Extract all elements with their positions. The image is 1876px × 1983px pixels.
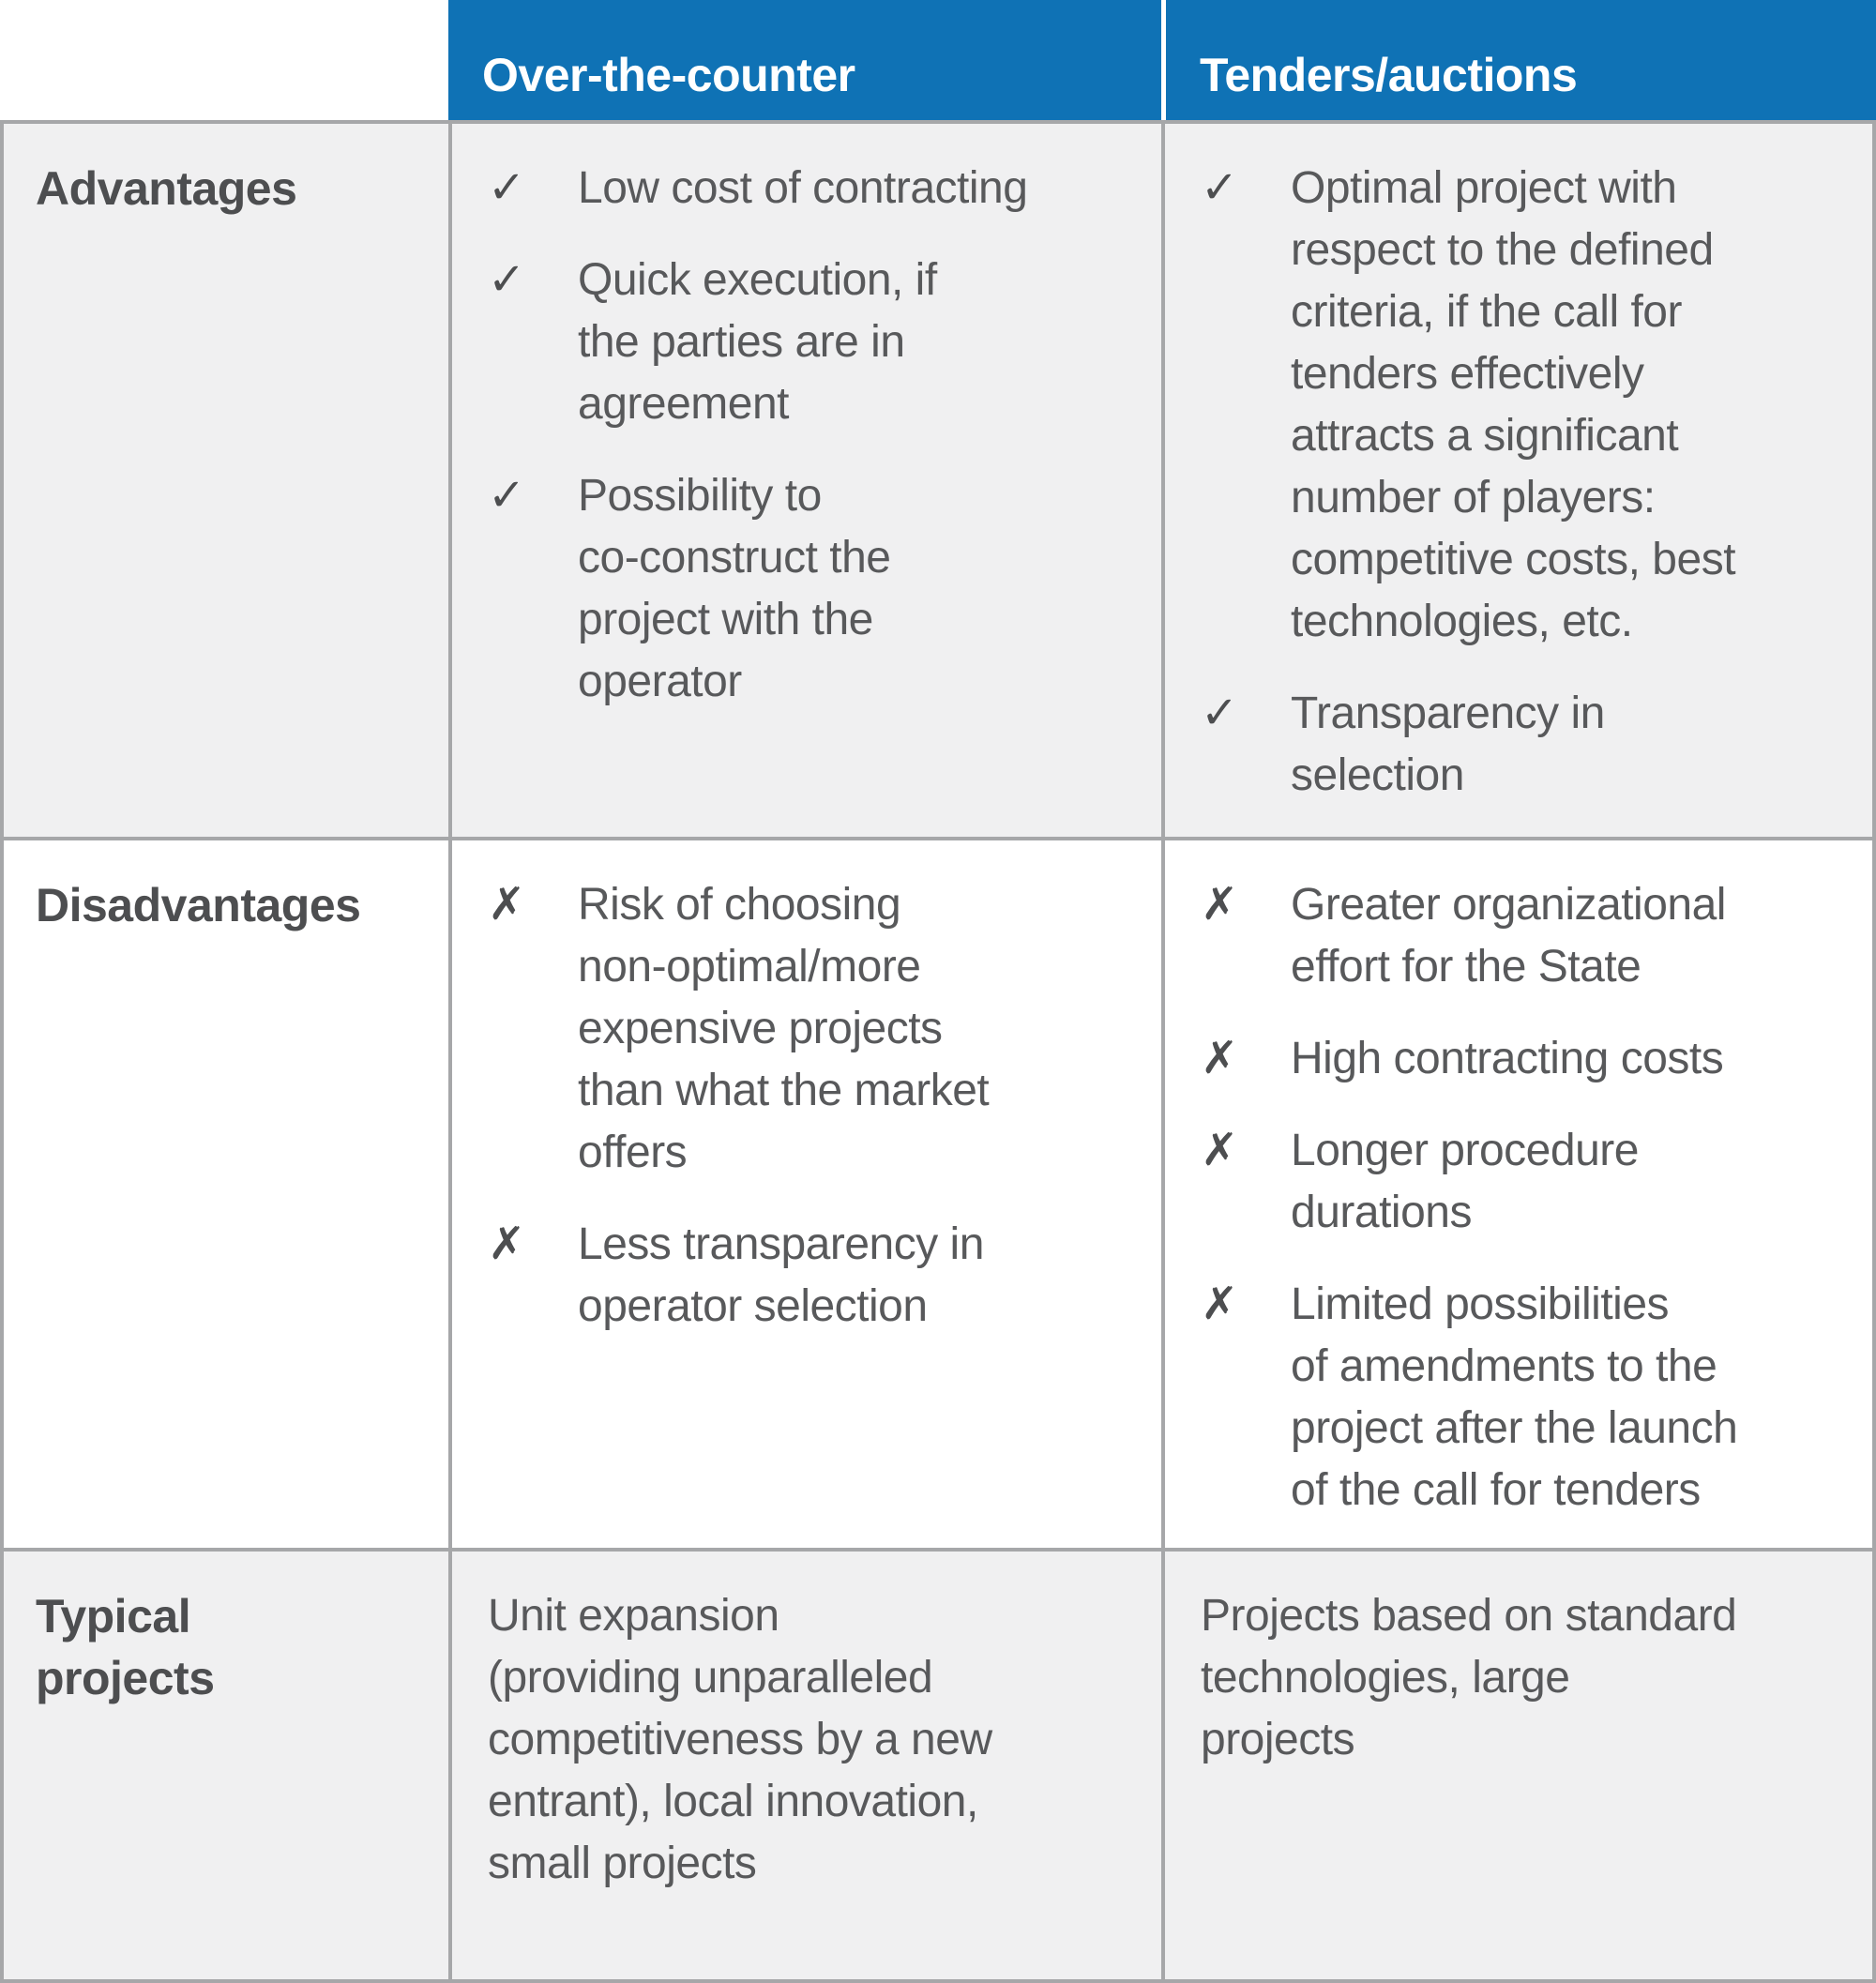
list-item: ✓ Low cost of contracting bbox=[488, 158, 1152, 219]
cross-icon: ✗ bbox=[1201, 1034, 1239, 1083]
list-item-text: Risk of choosing non-optimal/more expens… bbox=[578, 880, 990, 1177]
check-icon: ✓ bbox=[1201, 689, 1239, 738]
list-item: ✗ Risk of choosing non-optimal/more expe… bbox=[488, 874, 1152, 1184]
list-item: ✗ Greater organizational effort for the … bbox=[1201, 874, 1863, 998]
list-item-text: Quick execution, if the parties are in a… bbox=[578, 255, 937, 429]
list-item-text: Optimal project with respect to the defi… bbox=[1291, 163, 1736, 646]
row-label-text: Disadvantages bbox=[36, 879, 361, 931]
check-icon: ✓ bbox=[488, 255, 526, 305]
cross-icon: ✗ bbox=[1201, 880, 1239, 930]
cell-advantages-tenders: ✓ Optimal project with respect to the de… bbox=[1161, 120, 1876, 837]
list-item: ✓ Possibility to co-construct the projec… bbox=[488, 465, 1152, 713]
cell-text: Projects based on standard technologies,… bbox=[1201, 1591, 1737, 1764]
cell-typical-otc: Unit expansion (providing unparalleled c… bbox=[448, 1548, 1161, 1983]
column-header-label-otc: Over-the-counter bbox=[482, 49, 855, 101]
cell-typical-tenders: Projects based on standard technologies,… bbox=[1161, 1548, 1876, 1983]
check-icon: ✓ bbox=[488, 471, 526, 521]
cross-icon: ✗ bbox=[488, 880, 526, 930]
list-item: ✓ Optimal project with respect to the de… bbox=[1201, 158, 1863, 653]
cross-icon: ✗ bbox=[1201, 1279, 1239, 1329]
cross-icon: ✗ bbox=[1201, 1126, 1239, 1175]
header-over-the-counter: Over-the-counter bbox=[448, 0, 1161, 120]
cell-disadvantages-otc: ✗ Risk of choosing non-optimal/more expe… bbox=[448, 837, 1161, 1548]
list-item: ✗ Longer procedure durations bbox=[1201, 1120, 1863, 1244]
list-item-text: Low cost of contracting bbox=[578, 163, 1028, 213]
row-label-text: Advantages bbox=[36, 162, 297, 215]
cell-disadvantages-tenders: ✗ Greater organizational effort for the … bbox=[1161, 837, 1876, 1548]
column-header-label-tenders: Tenders/auctions bbox=[1200, 49, 1578, 101]
row-label-disadvantages: Disadvantages bbox=[0, 837, 448, 1548]
header-tenders-auctions: Tenders/auctions bbox=[1161, 0, 1876, 120]
list-item-text: Greater organizational effort for the St… bbox=[1291, 880, 1726, 992]
check-icon: ✓ bbox=[1201, 163, 1239, 213]
check-icon: ✓ bbox=[488, 163, 526, 213]
cell-text: Unit expansion (providing unparalleled c… bbox=[488, 1591, 992, 1888]
row-label-text: Typical projects bbox=[36, 1590, 215, 1704]
row-label-typical-projects: Typical projects bbox=[0, 1548, 448, 1983]
list-item-text: Limited possibilities of amendments to t… bbox=[1291, 1279, 1738, 1515]
list-item-text: Longer procedure durations bbox=[1291, 1126, 1639, 1237]
list-item-text: Transparency in selection bbox=[1291, 689, 1605, 800]
header-corner-cell bbox=[0, 0, 448, 120]
list-item: ✗ High contracting costs bbox=[1201, 1028, 1863, 1090]
list-item: ✗ Less transparency in operator selectio… bbox=[488, 1214, 1152, 1338]
list-item-text: High contracting costs bbox=[1291, 1034, 1724, 1083]
list-item: ✓ Quick execution, if the parties are in… bbox=[488, 250, 1152, 435]
list-item: ✗ Limited possibilities of amendments to… bbox=[1201, 1274, 1863, 1521]
list-item-text: Less transparency in operator selection bbox=[578, 1219, 984, 1331]
list-item-text: Possibility to co-construct the project … bbox=[578, 471, 891, 706]
cell-advantages-otc: ✓ Low cost of contracting ✓ Quick execut… bbox=[448, 120, 1161, 837]
row-label-advantages: Advantages bbox=[0, 120, 448, 837]
list-item: ✓ Transparency in selection bbox=[1201, 683, 1863, 807]
cross-icon: ✗ bbox=[488, 1219, 526, 1269]
